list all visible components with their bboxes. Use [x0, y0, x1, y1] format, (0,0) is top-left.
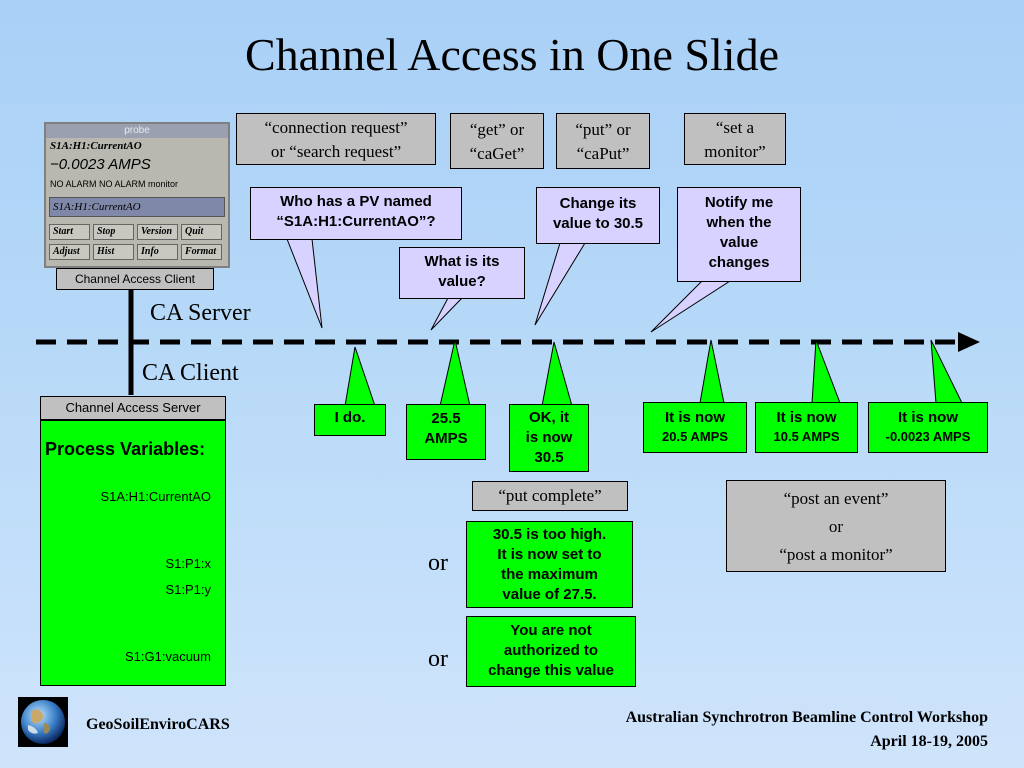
earth-logo [18, 697, 68, 747]
who-has-pv-callout: Who has a PV named“S1A:H1:CurrentAO”? [250, 187, 462, 240]
put-complete-box: “put complete” [472, 481, 628, 511]
too-high-reply: 30.5 is too high.It is now set to the ma… [466, 521, 633, 608]
put-request-box: “put” or“caPut” [556, 113, 650, 169]
footer-org: GeoSoilEnviroCARS [86, 716, 230, 733]
pv-item: S1:P1:x [165, 556, 211, 571]
channel-access-client-label: Channel Access Client [56, 268, 214, 290]
ca-client-label: CA Client [142, 360, 239, 386]
probe-version-button[interactable]: Version [137, 224, 178, 240]
probe-format-button[interactable]: Format [181, 244, 222, 260]
pv-item: S1A:H1:CurrentAO [100, 489, 211, 504]
process-variables-box: Process Variables: S1A:H1:CurrentAO S1:P… [40, 420, 226, 686]
ca-server-label: CA Server [150, 300, 251, 326]
probe-quit-button[interactable]: Quit [181, 224, 222, 240]
process-variables-heading: Process Variables: [45, 439, 206, 459]
timeline-arrowhead [958, 332, 980, 352]
probe-hist-button[interactable]: Hist [93, 244, 134, 260]
channel-access-server-header: Channel Access Server [40, 396, 226, 420]
footer-date: April 18-19, 2005 [870, 733, 988, 750]
probe-pv-name: S1A:H1:CurrentAO [50, 140, 142, 152]
probe-value: −0.0023 AMPS [50, 156, 151, 173]
it-is-now-reply-3: It is now-0.0023 AMPS [868, 402, 988, 453]
probe-info-button[interactable]: Info [137, 244, 178, 260]
probe-adjust-button[interactable]: Adjust [49, 244, 90, 260]
post-event-box: “post an event”or“post a monitor” [726, 480, 946, 572]
pv-item: S1:P1:y [165, 582, 211, 597]
footer-event: Australian Synchrotron Beamline Control … [625, 709, 988, 726]
probe-stop-button[interactable]: Stop [93, 224, 134, 240]
probe-window: probe S1A:H1:CurrentAO −0.0023 AMPS NO A… [44, 122, 230, 268]
connection-request-box: “connection request”or “search request” [236, 113, 436, 165]
or-label-2: or [428, 646, 448, 672]
i-do-reply: I do. [314, 404, 386, 436]
pv-item: S1:G1:vacuum [125, 649, 211, 664]
or-label-1: or [428, 550, 448, 576]
probe-status: NO ALARM NO ALARM monitor [50, 179, 179, 189]
probe-pv-input[interactable]: S1A:H1:CurrentAO [49, 197, 225, 217]
get-request-box: “get” or“caGet” [450, 113, 544, 169]
probe-start-button[interactable]: Start [49, 224, 90, 240]
probe-title-bar: probe [46, 124, 228, 138]
page-title: Channel Access in One Slide [244, 29, 779, 80]
